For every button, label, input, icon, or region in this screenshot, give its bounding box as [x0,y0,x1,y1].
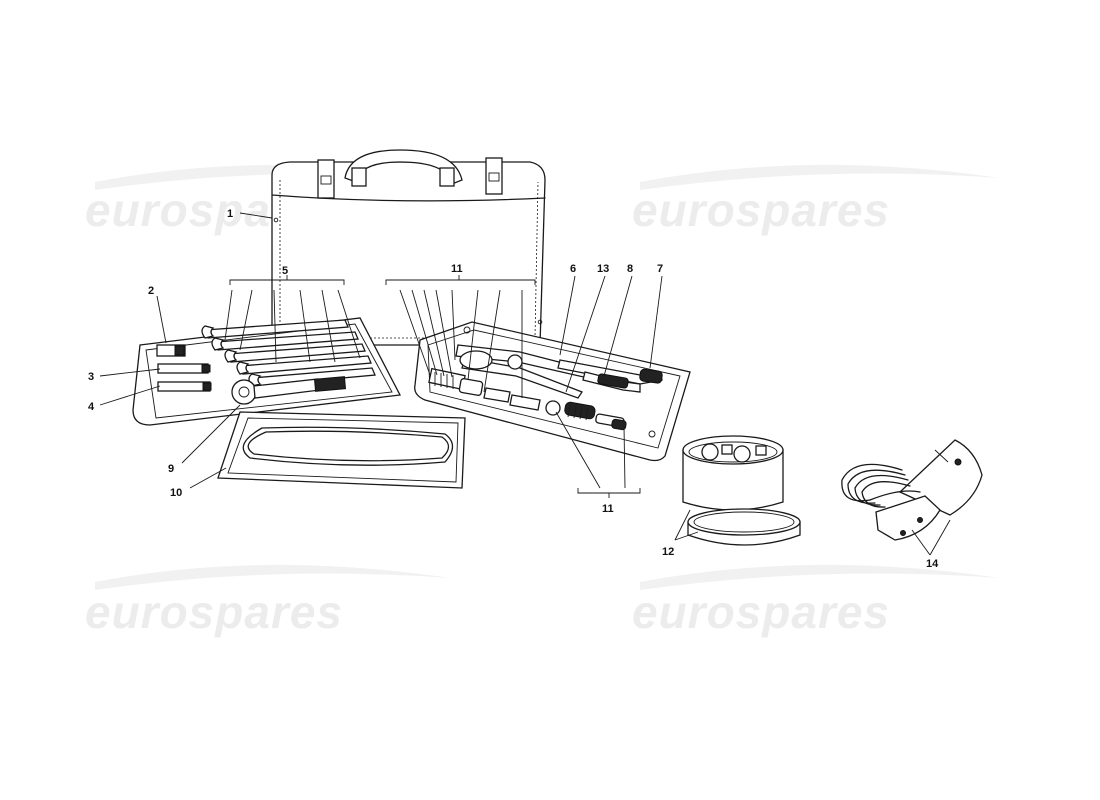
extension-bar-short [157,381,211,392]
watermark-text: eurospares [632,184,890,236]
leader-lines [99,212,951,556]
callout-9: 9 [168,463,174,475]
callout-4: 4 [88,401,95,413]
watermark-bottom-right: eurospares [632,564,1000,638]
callout-11-bottom: 11 [602,503,614,515]
callout-8: 8 [627,263,633,275]
socket-adapter [156,344,186,357]
tool-bag [271,149,546,346]
callout-14: 14 [926,558,939,570]
watermark-bottom-left: eurospares [85,564,450,638]
callout-7: 7 [657,263,663,275]
callout-2: 2 [148,285,154,297]
inspection-lamp [841,439,983,541]
ratchet-wrench [231,376,347,405]
watermark-text: eurospares [85,586,343,638]
extension-bar [157,363,209,374]
callout-11-top: 11 [451,263,463,275]
callout-6: 6 [570,263,576,275]
belt-tray [217,411,466,489]
watermark-text: eurospares [632,586,890,638]
callout-5: 5 [282,265,288,277]
bulb-container [682,435,801,546]
plug-wrench [564,401,596,421]
spanner-tray [132,317,402,426]
callout-1: 1 [227,208,233,220]
screwdriver-medium [582,371,641,393]
spanner-set [201,319,376,387]
tool-tray [414,321,691,462]
callout-3: 3 [88,371,94,383]
callout-12: 12 [662,546,674,558]
watermark-top-right: eurospares [632,164,1000,236]
screwdriver-large [557,359,663,385]
callout-13: 13 [597,263,609,275]
callout-10: 10 [170,487,182,499]
screwdriver-bank [428,367,466,391]
callout-labels: 1 2 3 4 5 6 7 8 9 10 11 11 12 13 14 [88,208,939,570]
